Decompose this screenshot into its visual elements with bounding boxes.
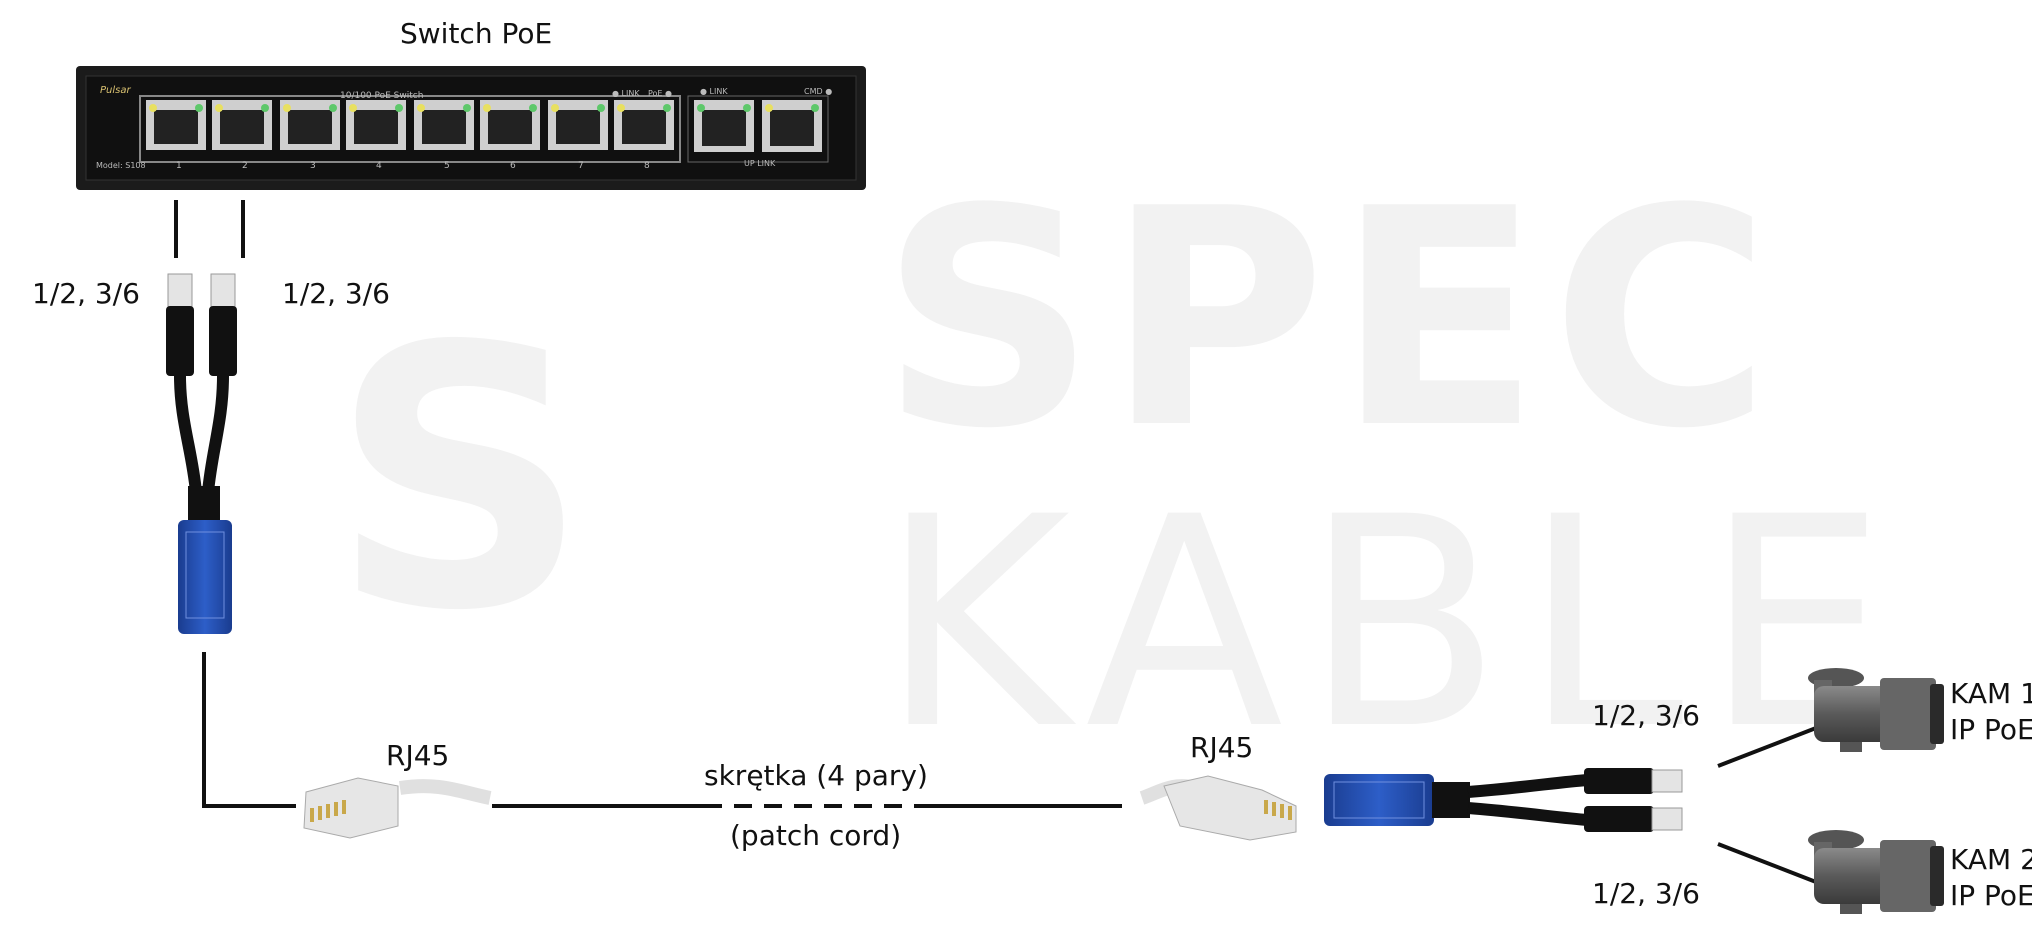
rj45-plug-left (303, 777, 492, 839)
label-cam2-pins: 1/2, 3/6 (1592, 877, 1700, 910)
port-number-2: 2 (242, 161, 248, 171)
switch-header: 10/100 PoE Switch (340, 91, 423, 101)
port-2 (212, 100, 272, 150)
label-cam2-name: KAM 2 (1950, 843, 2032, 876)
watermark-spec: SPEC (880, 145, 1782, 494)
port-number-6: 6 (510, 161, 516, 171)
port-number-8: 8 (644, 161, 650, 171)
port-number-7: 7 (578, 161, 584, 171)
rj45-plug-right (1139, 775, 1297, 841)
label-cable-type: skrętka (4 pary) (704, 759, 928, 792)
port-number-1: 1 (176, 161, 182, 171)
wire-to-cam2 (1717, 842, 1817, 884)
port-3 (280, 100, 340, 150)
switch-brand: Pulsar (100, 85, 131, 96)
poe-switch: Pulsar 10/100 PoE Switch ● LINK PoE ● ● … (76, 66, 866, 190)
label-cable-note: (patch cord) (730, 819, 902, 852)
switch-link-label: ● LINK (612, 89, 640, 98)
port-5 (414, 100, 474, 150)
switch-poe-label: PoE ● (648, 89, 672, 98)
splitter-left (166, 273, 237, 634)
port-number-4: 4 (376, 161, 382, 171)
port-number-5: 5 (444, 161, 450, 171)
port-6 (480, 100, 540, 150)
port-8 (614, 100, 674, 150)
watermark-kable: KABLE (880, 456, 1908, 793)
switch-model: Model: S108 (96, 161, 146, 170)
label-cam1-pins: 1/2, 3/6 (1592, 699, 1700, 732)
switch-uplink-label: UP LINK (744, 159, 776, 168)
switch-ports (146, 100, 822, 152)
wire-to-cam1 (1717, 726, 1817, 768)
uplink-port-1 (694, 100, 754, 152)
port-1 (146, 100, 206, 150)
switch-link2-label: ● LINK (700, 87, 728, 96)
switch-cmd-label: CMD ● (804, 87, 832, 96)
watermark-logo: S (330, 270, 590, 689)
port-7 (548, 100, 608, 150)
label-cam1-name: KAM 1 (1950, 677, 2032, 710)
camera-2 (1808, 830, 1944, 914)
label-switch-pins-left: 1/2, 3/6 (32, 277, 140, 310)
label-rj45-left: RJ45 (386, 739, 450, 772)
label-rj45-right: RJ45 (1190, 731, 1254, 764)
switch-port-numbers: 1 2 3 4 5 6 7 8 (176, 161, 650, 171)
camera-1 (1808, 668, 1944, 752)
label-switch-pins-right: 1/2, 3/6 (282, 277, 390, 310)
label-cam1-type: IP PoE (1950, 713, 2032, 746)
splitter-right (1324, 768, 1683, 832)
wires (174, 200, 1817, 884)
uplink-port-2 (762, 100, 822, 152)
port-number-3: 3 (310, 161, 316, 171)
switch-title: Switch PoE (400, 17, 553, 50)
wire-splitter-to-rj45 (202, 652, 296, 808)
port-4 (346, 100, 406, 150)
label-cam2-type: IP PoE (1950, 879, 2032, 912)
